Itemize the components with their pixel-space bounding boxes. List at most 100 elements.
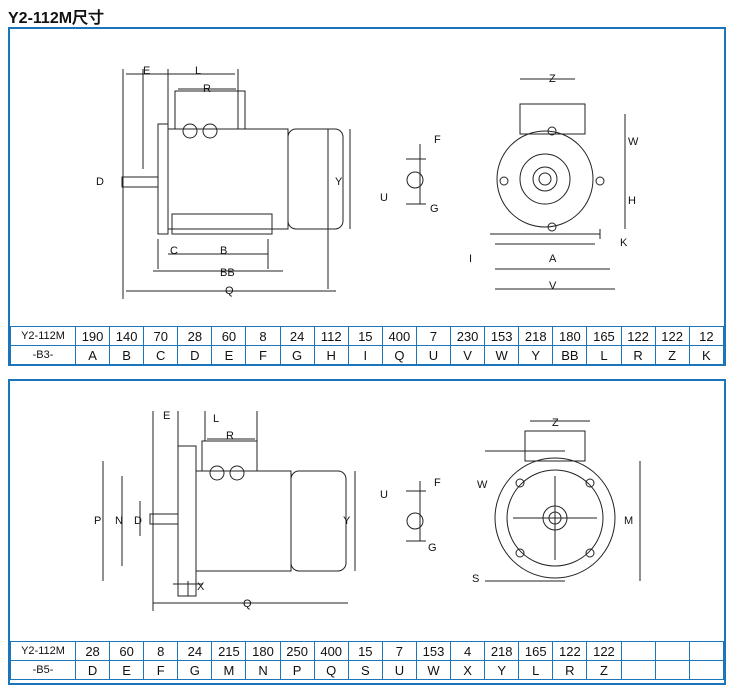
value-cell: 7 <box>381 641 417 661</box>
dim-label: R <box>203 83 211 95</box>
b5-drawing: E L R P N D Y X Q U F G Z W M S <box>94 410 641 611</box>
value-cell: 180 <box>552 326 588 346</box>
value-cell: 8 <box>143 641 179 661</box>
letter-cell: A <box>74 345 111 365</box>
letter-cell: Y <box>484 660 520 680</box>
dim-label: Z <box>552 417 559 429</box>
dim-label: Z <box>549 73 556 85</box>
dim-label: P <box>94 515 101 527</box>
value-cell <box>654 641 690 661</box>
value-cell: 24 <box>177 641 213 661</box>
value-cell: 60 <box>211 326 247 346</box>
letter-cell: F <box>245 345 281 365</box>
value-cell: 60 <box>109 641 145 661</box>
b3-side-view <box>121 69 351 299</box>
dim-label: S <box>472 573 479 585</box>
dim-label: E <box>163 410 170 422</box>
value-cell: 153 <box>415 641 452 661</box>
letter-cell: I <box>347 345 383 365</box>
letter-cell: D <box>74 660 111 680</box>
dim-label: BB <box>220 267 235 279</box>
b5-front-view <box>485 420 641 582</box>
variant-cell: -B5- <box>10 660 76 680</box>
dim-label: H <box>628 195 636 207</box>
dim-label: U <box>380 489 388 501</box>
dim-label: F <box>434 134 441 146</box>
dim-label: D <box>134 515 142 527</box>
value-cell: 28 <box>177 326 213 346</box>
dim-label: G <box>428 542 437 554</box>
letter-cell: M <box>211 660 247 680</box>
value-cell: 250 <box>279 641 315 661</box>
value-cell: 400 <box>381 326 417 346</box>
letter-cell: R <box>620 345 656 365</box>
dim-label: E <box>143 65 150 77</box>
b3-key-view <box>406 144 426 205</box>
letter-cell <box>620 660 656 680</box>
value-cell: 140 <box>109 326 145 346</box>
letter-cell: B <box>109 345 145 365</box>
model-cell: Y2-112M <box>10 641 76 661</box>
letter-cell: Q <box>381 345 417 365</box>
letter-cell: U <box>415 345 452 365</box>
letter-cell: G <box>177 660 213 680</box>
value-cell: 190 <box>74 326 111 346</box>
dim-label: D <box>96 176 104 188</box>
variant-cell: -B3- <box>10 345 76 365</box>
value-cell: 122 <box>654 326 690 346</box>
dim-label: N <box>115 515 123 527</box>
b3-front-view <box>490 78 626 290</box>
letter-cell: X <box>450 660 486 680</box>
dim-label: W <box>477 479 488 491</box>
value-cell: 218 <box>518 326 554 346</box>
letter-cell: W <box>415 660 452 680</box>
value-cell: 4 <box>450 641 486 661</box>
letter-cell: Y <box>518 345 554 365</box>
letter-cell: E <box>109 660 145 680</box>
letter-cell: F <box>143 660 179 680</box>
value-cell: 230 <box>450 326 486 346</box>
b5-key-view <box>406 481 426 542</box>
dim-label: Y <box>335 176 343 188</box>
dim-label: F <box>434 477 441 489</box>
letter-cell: E <box>211 345 247 365</box>
dim-label: A <box>549 253 557 265</box>
value-cell: 112 <box>313 326 349 346</box>
dim-label: V <box>549 280 557 292</box>
letter-cell: Q <box>313 660 349 680</box>
dim-label: L <box>195 65 201 77</box>
letter-cell: H <box>313 345 349 365</box>
b5-panel: E L R P N D Y X Q U F G Z W M S Y2-112M … <box>8 379 726 685</box>
dim-label: C <box>170 245 178 257</box>
value-cell: 400 <box>313 641 349 661</box>
value-cell <box>620 641 656 661</box>
dim-label: Y <box>343 515 351 527</box>
dim-label: L <box>213 413 219 425</box>
letter-cell: G <box>279 345 315 365</box>
dim-label: I <box>469 253 472 265</box>
page-title: Y2-112M尺寸 <box>8 10 105 27</box>
value-cell: 165 <box>586 326 622 346</box>
dim-label: R <box>226 430 234 442</box>
value-cell: 215 <box>211 641 247 661</box>
value-cell: 15 <box>347 326 383 346</box>
b5-side-view <box>102 411 356 611</box>
value-cell: 12 <box>688 326 725 346</box>
model-cell: Y2-112M <box>10 326 76 346</box>
value-cell: 153 <box>484 326 520 346</box>
dim-label: Q <box>225 285 234 297</box>
letter-cell: K <box>688 345 725 365</box>
value-cell: 218 <box>484 641 520 661</box>
letter-cell: N <box>245 660 281 680</box>
dim-label: Q <box>243 598 252 610</box>
value-cell: 28 <box>74 641 111 661</box>
value-cell: 122 <box>552 641 588 661</box>
letter-cell: L <box>518 660 554 680</box>
dim-label: M <box>624 515 633 527</box>
